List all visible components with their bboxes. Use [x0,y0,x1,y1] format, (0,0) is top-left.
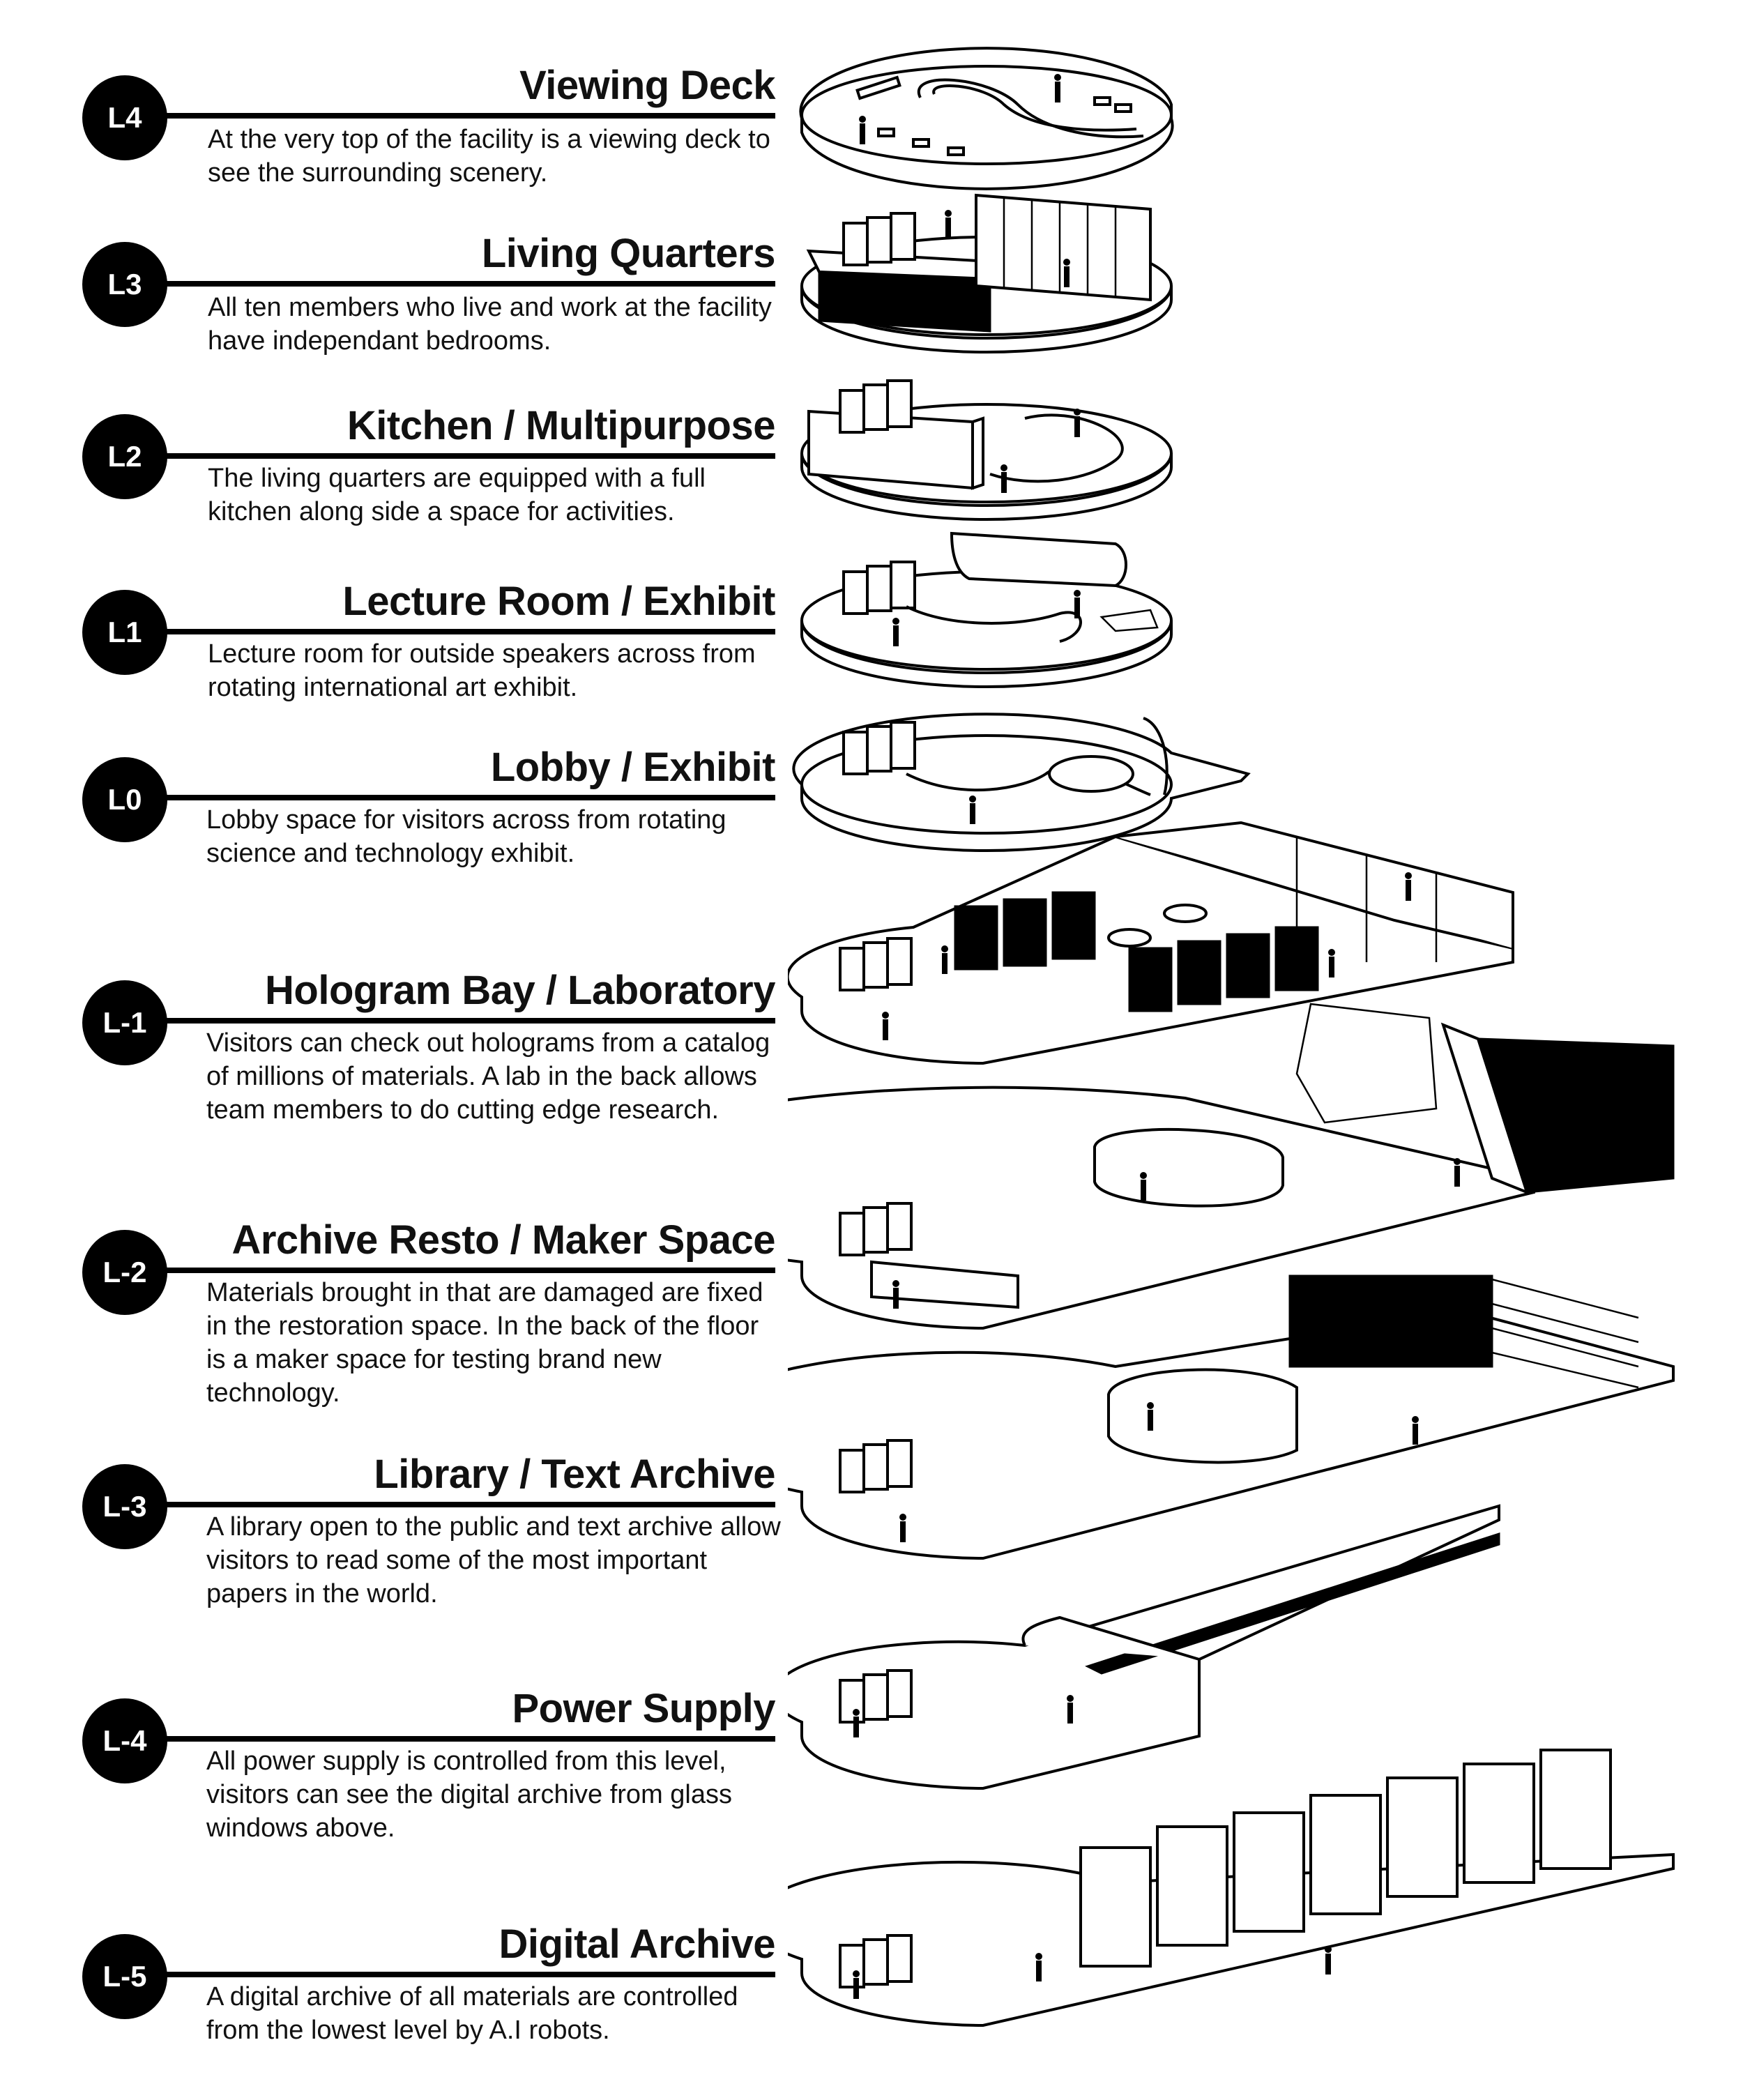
level-l4: Viewing Deck L4 At the very top of the f… [0,60,795,199]
level-badge: L2 [82,414,167,499]
floor-l0-lobby-exhibit [792,713,1251,852]
level-description: At the very top of the facility is a vie… [208,125,770,188]
level-description: Materials brought in that are damaged ar… [206,1278,763,1408]
level-badge: L-4 [82,1698,167,1783]
level-title: Library / Text Archive [374,1452,775,1497]
level-l-5: Digital Archive L-5 A digital archive of… [0,1919,795,2072]
level-l-3: Library / Text Archive L-3 A library ope… [0,1449,795,1608]
level-title: Lobby / Exhibit [490,745,776,790]
level-badge: L-1 [82,980,167,1065]
level-badge: L0 [82,757,167,842]
level-title: Kitchen / Multipurpose [347,403,776,448]
level-divider [159,281,775,287]
level-description: Lecture room for outside speakers across… [208,639,756,702]
level-l0: Lobby / Exhibit L0 Lobby space for visit… [0,742,795,881]
floor-l-5-digital-archive [788,1749,1675,2027]
floor-l-2-archive-resto-maker [788,1003,1675,1330]
level-title: Archive Resto / Maker Space [231,1217,775,1263]
level-badge: L-2 [82,1230,167,1315]
level-badge: L3 [82,242,167,327]
level-title: Digital Archive [498,1922,776,1967]
level-title: Viewing Deck [519,63,775,108]
level-badge: L4 [82,75,167,160]
level-description: Lobby space for visitors across from rot… [206,805,726,868]
level-description: A digital archive of all materials are c… [206,1982,738,2045]
floor-l4-viewing-deck [799,47,1174,190]
level-divider [159,113,775,119]
floor-l-1-hologram-laboratory [788,821,1514,1065]
level-l3: Living Quarters L3 All ten members who l… [0,228,795,367]
level-l-4: Power Supply L-4 All power supply is con… [0,1683,795,1843]
level-title: Hologram Bay / Laboratory [265,968,775,1013]
level-l2: Kitchen / Multipurpose L2 The living qua… [0,400,795,540]
level-divider [159,1268,775,1273]
level-description: The living quarters are equipped with a … [208,464,706,526]
exploded-axonometric-drawing [788,0,1743,2100]
level-description: All ten members who live and work at the… [208,293,772,356]
level-divider [159,795,775,800]
level-badge: L-3 [82,1464,167,1549]
level-divider [159,1736,775,1742]
floor-l-4-power-supply [788,1504,1500,1790]
level-badge: L1 [82,590,167,675]
level-divider [159,1502,775,1507]
level-l-2: Archive Resto / Maker Space L-2 Material… [0,1215,795,1410]
level-l-1: Hologram Bay / Laboratory L-1 Visitors c… [0,965,795,1160]
level-description: A library open to the public and text ar… [206,1512,781,1608]
level-divider [159,629,775,634]
level-legend: Viewing Deck L4 At the very top of the f… [0,0,795,2100]
level-description: All power supply is controlled from this… [206,1747,732,1843]
level-divider [159,1018,775,1024]
level-title: Power Supply [512,1686,775,1731]
floor-l1-lecture-exhibit [800,531,1173,688]
floor-l2-kitchen-multipurpose [800,379,1173,521]
level-l1: Lecture Room / Exhibit L1 Lecture room f… [0,576,795,715]
level-divider [159,1972,775,1977]
level-title: Living Quarters [481,231,776,276]
floor-l-3-library-text-archive [788,1275,1675,1560]
floor-l3-living-quarters [800,193,1173,353]
level-title: Lecture Room / Exhibit [342,579,775,624]
level-description: Visitors can check out holograms from a … [206,1028,770,1125]
level-divider [159,453,775,459]
level-badge: L-5 [82,1934,167,2019]
